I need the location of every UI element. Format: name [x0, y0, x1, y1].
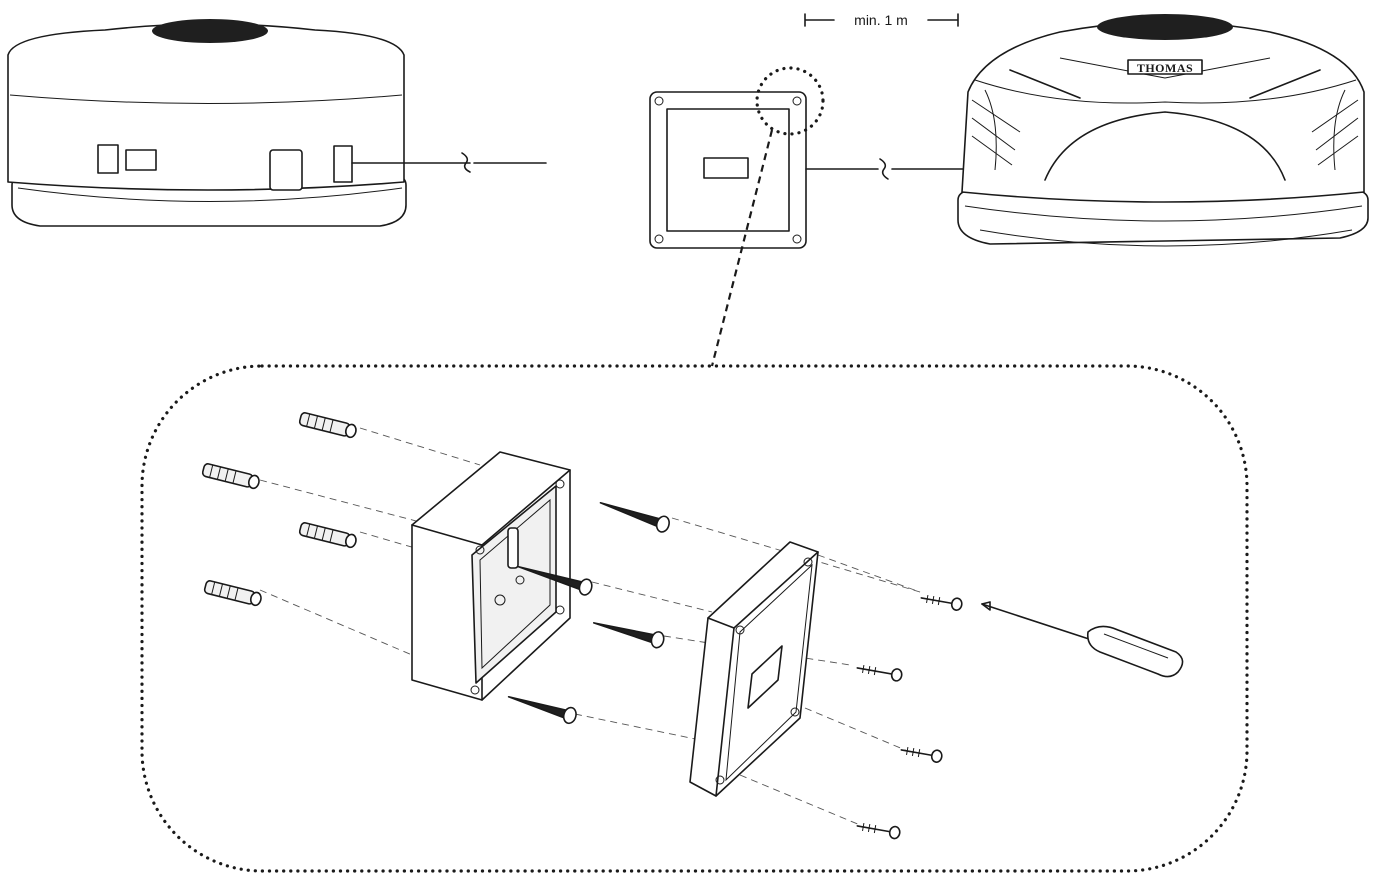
junction-box-lid [689, 541, 819, 797]
screwdriver-icon [981, 601, 1184, 678]
small-screw [856, 822, 901, 840]
display-window [703, 157, 749, 179]
left-base-unit [7, 19, 547, 227]
cable-port [333, 145, 353, 183]
long-screw [507, 696, 577, 725]
detail-frame [140, 364, 1249, 873]
wall-plug [298, 412, 357, 439]
power-switch [269, 149, 303, 191]
long-screw [599, 501, 670, 533]
top-opening [1097, 14, 1233, 40]
distance-label: min. 1 m [854, 12, 908, 28]
junction-box-base [411, 451, 571, 701]
connector-plate [125, 149, 157, 171]
switch-socket [97, 144, 119, 174]
wall-box-front [649, 66, 967, 249]
wall-plug [298, 522, 357, 549]
long-screw [592, 622, 665, 649]
small-screw [856, 664, 903, 682]
wall-plug [203, 580, 262, 607]
distance-indicator: min. 1 m [804, 12, 959, 28]
brand-logo: THOMAS [1137, 61, 1193, 75]
small-screw [900, 746, 943, 763]
wall-plug [201, 463, 260, 490]
callout-line [710, 129, 774, 367]
long-screw [517, 566, 593, 596]
exploded-view [201, 412, 1184, 840]
small-screw [920, 594, 963, 611]
detail-highlight [755, 66, 825, 136]
right-unit: THOMAS [957, 14, 1369, 247]
top-opening [152, 19, 268, 43]
